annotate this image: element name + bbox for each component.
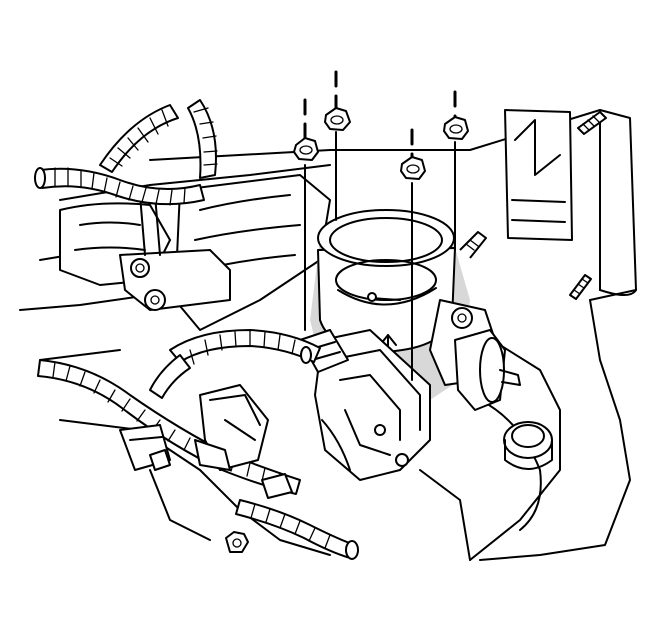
harness-clip — [149, 449, 293, 499]
throttle-body-nut — [293, 98, 319, 331]
engine-boss — [503, 421, 553, 470]
heat-shield — [504, 109, 573, 241]
throttle-body-nut — [324, 70, 351, 221]
harness-bracket — [119, 194, 231, 311]
harness-connector — [119, 384, 269, 471]
throttle-body-nut — [443, 90, 469, 251]
mounting-stud — [577, 111, 607, 135]
wiring-harness — [34, 99, 359, 560]
mounting-stud — [569, 274, 592, 300]
throttle-body — [310, 209, 521, 420]
throttle-body-nut — [225, 531, 249, 553]
throttle-body-nut — [400, 128, 426, 381]
throttle-position-sensor — [314, 329, 431, 481]
